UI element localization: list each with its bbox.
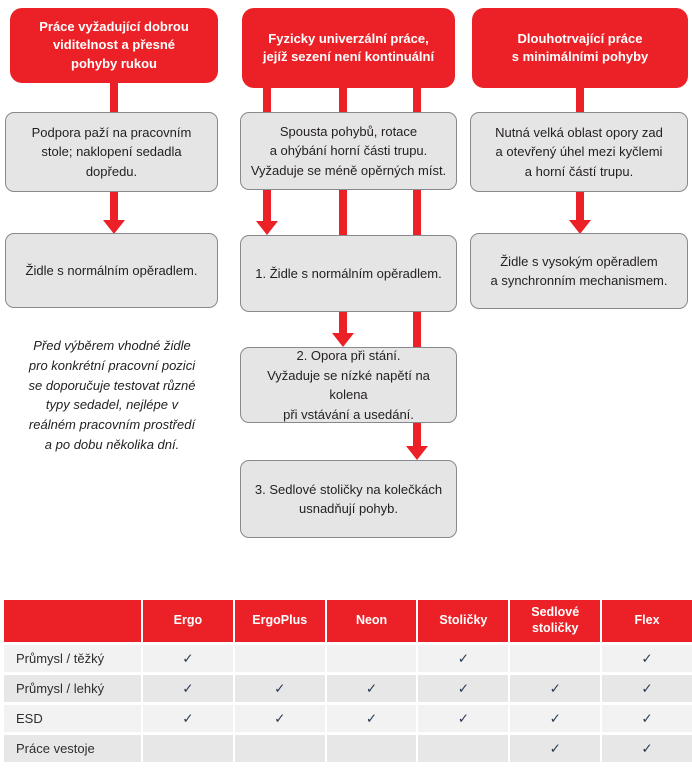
column-header-ergoplus: ErgoPlus [234,600,325,642]
advice-note: Před výběrem vhodné židle pro konkrétní … [28,338,196,452]
col1-header-box: Práce vyžadující dobrou viditelnost a př… [10,8,218,83]
check-cell: ✓ [143,675,233,702]
connector-line [110,188,118,221]
col1-result-box: Židle s normálním opěradlem. [5,233,218,308]
column-header-ergo: Ergo [143,600,233,642]
check-cell [510,645,601,672]
col1-support-box: Podpora paží na pracovním stole; naklope… [5,112,218,192]
check-cell [143,735,233,762]
check-cell: ✓ [234,705,325,732]
check-cell: ✓ [326,705,417,732]
col2-support-box: Spousta pohybů, rotace a ohýbání horní č… [240,112,457,190]
check-cell: ✓ [602,675,692,702]
check-cell: ✓ [326,675,417,702]
check-cell: ✓ [143,645,233,672]
col3-result-box: Židle s vysokým opěradlem a synchronním … [470,233,688,309]
table-row: Práce vestoje ✓ ✓ [4,735,692,762]
arrow-down-icon [569,220,591,234]
column-header-neon: Neon [326,600,417,642]
col2-header-box: Fyzicky univerzální práce, jejíž sezení … [242,8,455,88]
check-cell: ✓ [510,735,601,762]
check-cell [234,735,325,762]
check-cell [326,735,417,762]
check-cell: ✓ [602,735,692,762]
col2-option3-box: 3. Sedlové stoličky na kolečkách usnadňu… [240,460,457,538]
arrow-down-icon [406,446,428,460]
table-row: Průmysl / lehký ✓ ✓ ✓ ✓ ✓ ✓ [4,675,692,702]
row-label: ESD [4,705,141,732]
row-label: Práce vestoje [4,735,141,762]
col2-option2-box: 2. Opora při stání. Vyžaduje se nízké na… [240,347,457,423]
arrow-down-icon [256,221,278,235]
check-cell: ✓ [418,705,509,732]
connector-line [339,84,347,334]
connector-line [576,84,584,116]
check-cell: ✓ [510,705,601,732]
check-cell: ✓ [418,675,509,702]
table-header-row: Ergo ErgoPlus Neon Stoličky Sedlové stol… [4,600,692,642]
col2-option1-box: 1. Židle s normálním opěradlem. [240,235,457,312]
connector-line [576,188,584,221]
arrow-down-icon [103,220,125,234]
row-label: Průmysl / lehký [4,675,141,702]
table-corner-cell [4,600,141,642]
column-header-stolicky: Stoličky [418,600,509,642]
check-cell: ✓ [234,675,325,702]
check-cell: ✓ [602,705,692,732]
check-cell: ✓ [418,645,509,672]
chair-compatibility-table: Ergo ErgoPlus Neon Stoličky Sedlové stol… [4,600,692,765]
check-cell [234,645,325,672]
row-label: Průmysl / těžký [4,645,141,672]
check-cell: ✓ [143,705,233,732]
col3-header-box: Dlouhotrvající práce s minimálními pohyb… [472,8,688,88]
column-header-flex: Flex [602,600,692,642]
check-cell [326,645,417,672]
arrow-down-icon [332,333,354,347]
check-cell: ✓ [602,645,692,672]
check-cell: ✓ [510,675,601,702]
connector-line [110,78,118,116]
table-row: ESD ✓ ✓ ✓ ✓ ✓ ✓ [4,705,692,732]
col3-support-box: Nutná velká oblast opory zad a otevřený … [470,112,688,192]
column-header-sedlove-stolicky: Sedlové stoličky [510,600,601,642]
table-row: Průmysl / těžký ✓ ✓ ✓ [4,645,692,672]
check-cell [418,735,509,762]
